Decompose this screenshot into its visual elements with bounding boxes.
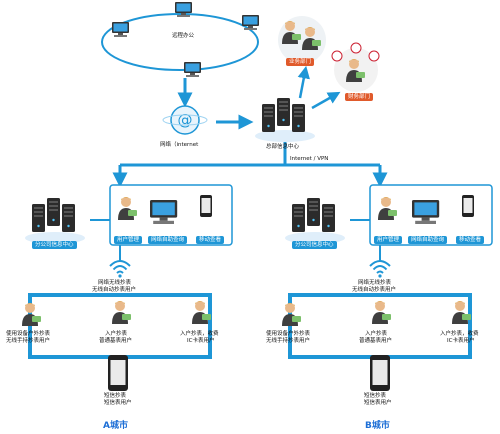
a-sms-label-1: 短信抄表	[104, 393, 127, 399]
b-handheld-label-2: 无线手持抄表用户	[266, 338, 311, 344]
a-handheld-label-1: 使用设备户外抄表	[6, 331, 51, 337]
branch-b-auto-billing-tag: 网络自助查询	[408, 236, 448, 244]
b-door-label-2: 普通基表用户	[359, 338, 393, 344]
a-handheld-label-2: 无线手持抄表用户	[6, 338, 51, 344]
a-handheld-user-icon	[22, 303, 41, 326]
a-sms-label-2: 短信表用户	[104, 400, 132, 406]
internet-globe-icon: @	[162, 105, 208, 135]
branch-a-user-mgmt-tag: 用户管理	[114, 236, 143, 244]
b-ic-label-1: 入户抄表，收费	[440, 331, 479, 337]
arrow-to-business	[297, 65, 310, 99]
b-door-user-icon	[372, 301, 391, 324]
branch-b-wifi-icon	[369, 260, 391, 279]
b-sms-phone-icon	[370, 355, 390, 391]
finance-dept-tag: 财务部门	[345, 93, 374, 101]
remote-pc-4	[184, 62, 201, 77]
a-ic-label-2: IC卡表用户	[187, 338, 215, 344]
branch-a-phone-icon	[200, 195, 212, 217]
branch-a-server-icon	[25, 198, 85, 244]
business-dept-tag: 业务部门	[286, 58, 315, 66]
a-door-label-2: 普通基表用户	[99, 338, 133, 344]
b-wireless-label-1: 网络无线抄表	[358, 280, 392, 286]
branch-a-mobile-query-tag: 移动查看	[196, 236, 225, 244]
hq-center-label: 总部信息中心	[266, 144, 300, 150]
branch-b-server-icon	[285, 198, 345, 244]
a-wireless-label-1: 网络无线抄表	[98, 280, 132, 286]
internet-label: 网络（internet	[160, 142, 199, 148]
internet-vpn-label: Internet / VPN	[290, 156, 329, 162]
b-wireless-label-2: 无线自动抄表用户	[352, 287, 397, 293]
a-wireless-label-2: 无线自动抄表用户	[92, 287, 137, 293]
branch-b-phone-icon	[462, 195, 474, 217]
b-handheld-user-icon	[282, 303, 301, 326]
b-ic-label-2: IC卡表用户	[447, 338, 475, 344]
city-b-label: B城市	[365, 421, 390, 431]
remote-pc-1	[112, 22, 129, 37]
branch-b-user-mgmt-tag: 用户管理	[374, 236, 403, 244]
arrow-to-finance	[311, 91, 341, 110]
b-sms-label-1: 短信抄表	[364, 393, 387, 399]
finance-dept-icon	[331, 42, 380, 92]
branch-b-info-center-tag: 分公司信息中心	[292, 241, 337, 249]
business-dept-icon	[278, 16, 326, 64]
remote-office-label: 远程办公	[172, 33, 195, 39]
a-door-user-icon	[112, 301, 131, 324]
branch-a-info-center-tag: 分公司信息中心	[32, 241, 77, 249]
b-door-label-1: 入户抄表	[365, 331, 388, 337]
svg-text:@: @	[178, 111, 193, 129]
branch-a-wifi-icon	[109, 260, 131, 279]
b-handheld-label-1: 使用设备户外抄表	[266, 331, 311, 337]
city-a-label: A城市	[103, 421, 128, 431]
remote-pc-3	[242, 15, 259, 30]
a-ic-label-1: 入户抄表，收费	[180, 331, 219, 337]
branch-a-auto-billing-tag: 网络自助查询	[148, 236, 188, 244]
remote-office-ring	[101, 13, 259, 71]
a-sms-phone-icon	[108, 355, 128, 391]
a-door-label-1: 入户抄表	[105, 331, 128, 337]
branch-b-mobile-query-tag: 移动查看	[456, 236, 485, 244]
hq-server-icon	[255, 98, 315, 142]
b-sms-label-2: 短信表用户	[364, 400, 392, 406]
